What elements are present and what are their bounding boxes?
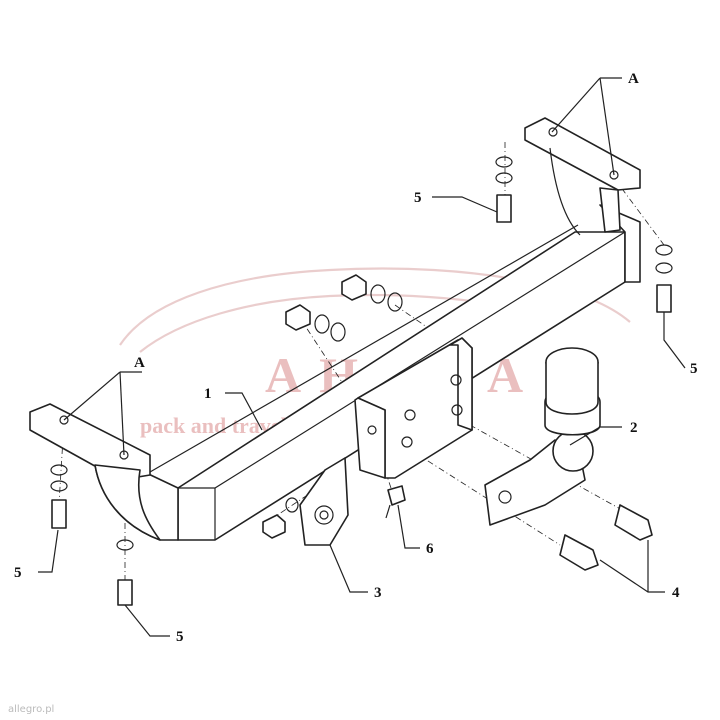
callout-5-bottom: 5 <box>176 629 184 645</box>
callout-4: 4 <box>672 585 680 601</box>
callout-5-top: 5 <box>414 190 422 206</box>
callout-5-right: 5 <box>690 361 698 377</box>
callout-2: 2 <box>630 420 638 436</box>
fasteners-top-right-5 <box>495 156 673 313</box>
callout-6: 6 <box>426 541 434 557</box>
bolt-part-6 <box>385 485 406 519</box>
callout-labels: A A 1 2 3 4 5 5 5 5 6 <box>14 71 698 645</box>
leader-lines <box>38 77 686 637</box>
bracket-left <box>29 403 161 541</box>
watermark-credit: allegro.pl <box>8 704 54 715</box>
callout-3: 3 <box>374 585 382 601</box>
callout-a-top: A <box>628 71 639 87</box>
callout-5-left: 5 <box>14 565 22 581</box>
fasteners-left-5 <box>50 464 134 606</box>
tow-bracket-plate <box>354 337 473 479</box>
callout-1: 1 <box>204 386 212 402</box>
tow-ball-arm <box>484 347 601 526</box>
callout-a-left: A <box>134 355 145 371</box>
bolts-part-4 <box>559 504 653 571</box>
nuts-and-washers <box>262 274 403 539</box>
bracket-top-right <box>524 117 641 236</box>
